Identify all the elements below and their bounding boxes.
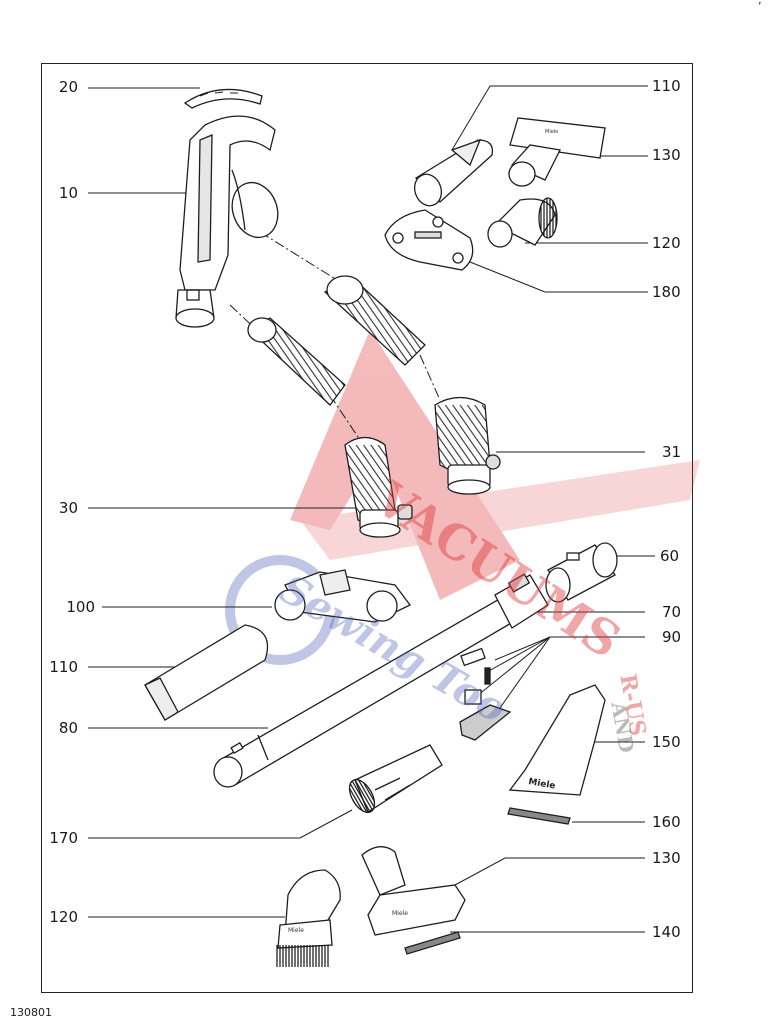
label-part-150: 150 xyxy=(652,733,681,751)
part-120-bottom-dusting-brush: Miele xyxy=(275,869,341,967)
diagram-code: 130801 xyxy=(10,1006,52,1019)
corner-mark: ’ xyxy=(758,0,762,13)
part-180-accessory-clip xyxy=(384,209,474,271)
part-60-wand-end xyxy=(545,542,618,603)
label-part-70: 70 xyxy=(662,603,682,621)
svg-text:Miele: Miele xyxy=(288,927,304,934)
label-part-110-bottom: 110 xyxy=(49,658,78,676)
part-170-radiator-brush xyxy=(348,744,443,814)
label-part-120-top: 120 xyxy=(652,234,681,252)
label-part-10: 10 xyxy=(58,184,78,202)
part-130-bottom-upholstery-tool: Miele xyxy=(361,846,466,936)
label-part-130-top: 130 xyxy=(652,146,681,164)
part-31-hose-connector xyxy=(434,396,501,495)
part-30-hose-connector xyxy=(344,436,413,538)
label-part-100: 100 xyxy=(66,598,95,616)
leader-lines xyxy=(88,85,655,933)
hose-segment-upper-right xyxy=(323,275,426,366)
label-part-60: 60 xyxy=(660,547,680,565)
part-110-top-crevice-tool xyxy=(413,138,494,207)
part-20-handle-cover xyxy=(183,88,263,109)
label-part-170: 170 xyxy=(49,829,78,847)
label-part-130-bottom: 130 xyxy=(652,849,681,867)
hose-segment-upper-left xyxy=(247,317,346,406)
part-130-top-upholstery-tool: Miele xyxy=(508,117,606,187)
part-150-wide-nozzle: Miele xyxy=(508,684,606,796)
label-part-110-top: 110 xyxy=(652,77,681,95)
part-10-handle xyxy=(175,115,279,328)
label-part-120-bottom: 120 xyxy=(49,908,78,926)
label-part-140: 140 xyxy=(652,923,681,941)
svg-text:Miele: Miele xyxy=(392,910,408,917)
label-part-30: 30 xyxy=(58,499,78,517)
label-part-90: 90 xyxy=(662,628,682,646)
part-100-tool-holder xyxy=(274,569,411,623)
label-part-160: 160 xyxy=(652,813,681,831)
label-part-180: 180 xyxy=(652,283,681,301)
label-part-31: 31 xyxy=(662,443,682,461)
svg-text:Miele: Miele xyxy=(527,777,556,792)
part-70-wand-collar xyxy=(494,573,549,629)
part-110-bottom-crevice-tool xyxy=(144,624,269,721)
part-120-top-dusting-brush xyxy=(487,197,558,248)
label-part-80: 80 xyxy=(58,719,78,737)
label-part-20: 20 xyxy=(58,78,78,96)
diagram-frame xyxy=(41,63,693,993)
svg-text:Miele: Miele xyxy=(545,129,558,135)
part-90-latch-set xyxy=(459,647,512,741)
part-160-nozzle-strip xyxy=(507,807,571,825)
part-140-upholstery-strip xyxy=(404,931,461,955)
